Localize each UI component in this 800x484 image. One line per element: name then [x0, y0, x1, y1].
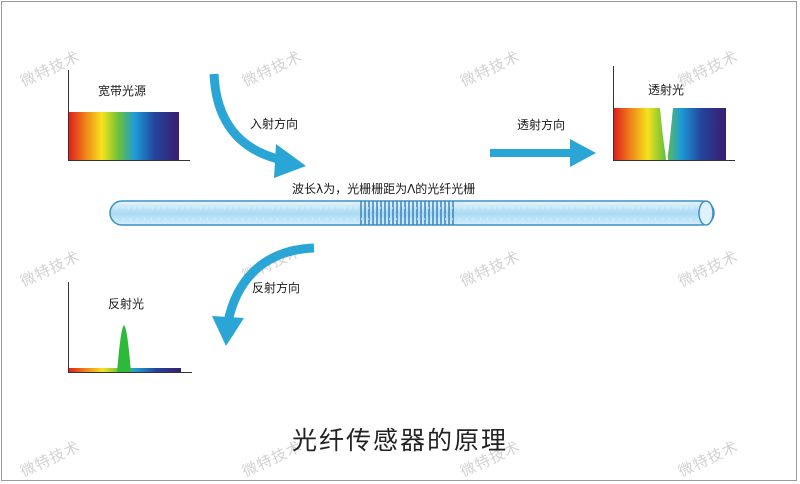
reflection-arrowhead [212, 316, 244, 346]
reflection-arrow [223, 243, 315, 323]
reflected-y-axis [68, 282, 69, 373]
broadband-source-label: 宽带光源 [98, 84, 147, 98]
reflection-peak [117, 325, 131, 372]
reflection-direction-label: 反射方向 [252, 281, 301, 295]
transmitted-y-axis [613, 66, 614, 161]
source-spectrum-band [69, 112, 179, 160]
figure-caption: 光纤传感器的原理 [291, 426, 508, 455]
source-y-axis [68, 70, 69, 161]
reflected-x-axis [68, 372, 192, 373]
reflected-spectrum [69, 325, 181, 373]
incident-arrowhead [274, 144, 306, 178]
transmission-arrowhead [570, 139, 596, 167]
transmission-direction-label: 透射方向 [517, 118, 566, 132]
incident-arrow [209, 73, 284, 165]
transmitted-spectrum [614, 108, 726, 160]
fiber-grating [358, 201, 456, 225]
source-spectrum [69, 112, 179, 160]
transmitted-light-label: 透射光 [648, 83, 685, 97]
source-x-axis [68, 160, 190, 161]
fiber-end [698, 200, 714, 226]
optical-fiber [109, 200, 715, 226]
transmission-arrow-shaft [490, 149, 572, 157]
reflected-light-label: 反射光 [108, 297, 145, 311]
incident-direction-label: 入射方向 [250, 117, 299, 131]
transmitted-x-axis [613, 160, 735, 161]
grating-description: 波长λ为，光栅栅距为Λ的光纤光栅 [292, 182, 476, 196]
